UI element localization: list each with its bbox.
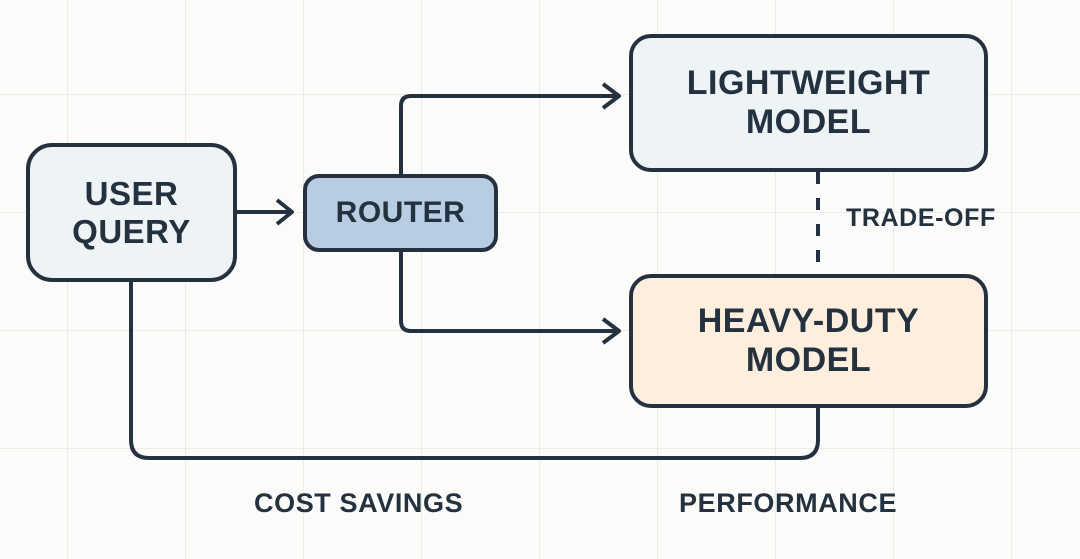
node-lightweight-model[interactable]: LIGHTWEIGHT MODEL (629, 34, 988, 172)
edge-label-performance: PERFORMANCE (679, 488, 898, 518)
arrowhead-heavy-duty (601, 317, 621, 345)
edge-label-cost-savings: COST SAVINGS (254, 488, 464, 518)
node-router[interactable]: ROUTER (303, 174, 498, 252)
node-heavy-duty-model-label: HEAVY-DUTY MODEL (697, 302, 920, 379)
node-router-label: ROUTER (335, 195, 466, 229)
arrowhead-lightweight (601, 82, 621, 110)
node-user-query[interactable]: USER QUERY (26, 143, 237, 282)
edge-router-to-heavy-duty (399, 252, 619, 333)
node-user-query-label: USER QUERY (72, 174, 191, 250)
edge-cost-performance-rail (129, 282, 820, 460)
edge-label-trade-off: TRADE-OFF (846, 204, 996, 232)
node-lightweight-model-label: LIGHTWEIGHT MODEL (686, 64, 931, 141)
arrowhead-router (275, 198, 294, 226)
edge-router-to-lightweight (399, 94, 619, 174)
node-heavy-duty-model[interactable]: HEAVY-DUTY MODEL (629, 274, 988, 408)
